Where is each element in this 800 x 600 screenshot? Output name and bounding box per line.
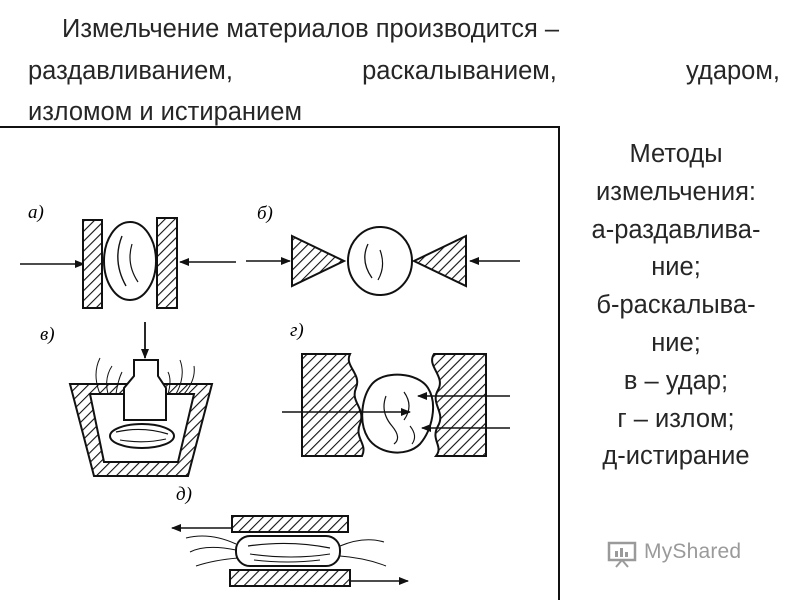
methods-list: Методы измельчения: а-раздавлива- ние; б… xyxy=(562,136,790,476)
methods-heading: Методы xyxy=(629,140,723,168)
wavy-plate-left xyxy=(301,353,365,457)
label-d: д) xyxy=(176,484,192,505)
wedge-right xyxy=(411,234,467,288)
method-v-impact: в) xyxy=(40,322,214,477)
hammer xyxy=(123,359,167,421)
title-line-1: Измельчение материалов производится – xyxy=(62,15,560,43)
title-word-splitting: раскалыванием, xyxy=(362,57,557,85)
method-item-b-cont: ние; xyxy=(651,328,701,357)
method-d-abrasion: д) xyxy=(171,484,409,587)
label-v: в) xyxy=(40,324,55,345)
label-g: г) xyxy=(290,320,304,341)
method-item-b: б-раскалыва- xyxy=(596,291,756,320)
abrasion-plate-top xyxy=(231,515,349,533)
method-b-splitting: б) xyxy=(246,203,520,296)
watermark-text: MyShared xyxy=(644,540,742,563)
title-line-2: раздавливанием, раскалыванием, ударом, xyxy=(28,56,780,86)
title-word-crushing: раздавливанием, xyxy=(28,57,233,85)
grinding-methods-diagram: а) б) в) xyxy=(0,126,560,600)
method-item-g: г – излом; xyxy=(617,404,735,433)
label-b: б) xyxy=(257,203,273,224)
wavy-plate-right xyxy=(431,353,487,457)
presentation-icon xyxy=(607,541,637,568)
method-item-a: а-раздавлива- xyxy=(591,215,761,244)
wedge-left xyxy=(291,234,347,288)
method-item-v: в – удар; xyxy=(623,366,729,395)
material-particle-v xyxy=(109,423,175,449)
title-line-3: изломом и истиранием xyxy=(28,98,302,126)
methods-heading-2: измельчения: xyxy=(596,177,756,206)
method-item-a-cont: ние; xyxy=(651,253,701,282)
material-particle-d xyxy=(235,535,341,567)
myshared-watermark: MyShared xyxy=(607,538,777,568)
abrasion-plate-bottom xyxy=(229,569,351,587)
method-g-breaking: г) xyxy=(282,320,510,457)
method-a-crushing: а) xyxy=(20,202,236,309)
material-particle-g xyxy=(361,373,435,454)
method-item-d: д-истирание xyxy=(602,442,750,471)
title-word-impact: ударом, xyxy=(686,57,780,85)
label-a: а) xyxy=(28,202,44,223)
material-particle-b xyxy=(347,226,413,296)
